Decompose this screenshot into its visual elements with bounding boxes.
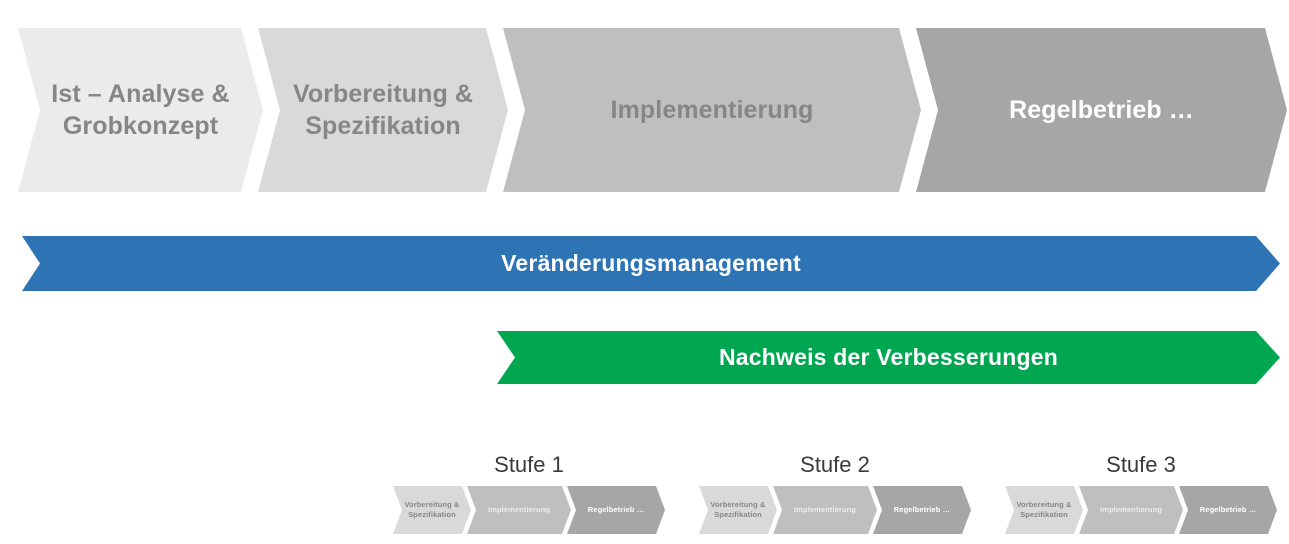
mini-chevron-regelbetrieb[interactable]: Regelbetrieb … <box>567 486 665 534</box>
banner-nachweis-verbesserungen[interactable]: Nachweis der Verbesserungen <box>497 331 1280 384</box>
mini-chevron-vorbereitung[interactable]: Vorbereitung & Spezifikation <box>393 486 471 534</box>
phase-chevron-ist-analyse[interactable]: Ist – Analyse & Grobkonzept <box>18 28 263 192</box>
mini-chevron-implementierung[interactable]: Implementierung <box>1079 486 1183 534</box>
stufe-group-3: Stufe 3 Vorbereitung & Spezifikation Imp… <box>1005 452 1277 542</box>
stufe-title: Stufe 3 <box>1106 452 1176 477</box>
mini-chevron-row: Vorbereitung & Spezifikation Implementie… <box>699 486 971 534</box>
stufe-title: Stufe 2 <box>800 452 870 477</box>
stufe-title: Stufe 1 <box>494 452 564 477</box>
mini-chevron-label: Implementierung <box>794 504 856 514</box>
phase-chevron-label: Vorbereitung & Spezifikation <box>292 80 474 140</box>
mini-chevron-regelbetrieb[interactable]: Regelbetrieb … <box>873 486 971 534</box>
phase-chevron-regelbetrieb[interactable]: Regelbetrieb … <box>916 28 1287 192</box>
stufe-group-2: Stufe 2 Vorbereitung & Spezifikation Imp… <box>699 452 971 542</box>
stufe-group-1: Stufe 1 Vorbereitung & Spezifikation Imp… <box>393 452 665 542</box>
mini-chevron-label: Regelbetrieb … <box>893 504 951 514</box>
phase-chevron-implementierung[interactable]: Implementierung <box>503 28 921 192</box>
phase-chevron-label: Regelbetrieb … <box>1009 96 1194 124</box>
mini-chevron-label: Vorbereitung & Spezifikation <box>1016 499 1072 519</box>
mini-chevron-vorbereitung[interactable]: Vorbereitung & Spezifikation <box>1005 486 1083 534</box>
mini-chevron-label: Implementierung <box>488 504 550 514</box>
phase-chevron-row: Ist – Analyse & Grobkonzept Vorbereitung… <box>0 28 1289 192</box>
mini-chevron-label: Vorbereitung & Spezifikation <box>710 499 766 519</box>
mini-chevron-row: Vorbereitung & Spezifikation Implementie… <box>1005 486 1277 534</box>
mini-chevron-label: Regelbetrieb … <box>1199 504 1257 514</box>
phase-chevron-label: Ist – Analyse & Grobkonzept <box>51 80 230 140</box>
mini-chevron-vorbereitung[interactable]: Vorbereitung & Spezifikation <box>699 486 777 534</box>
banner-label: Veränderungsmanagement <box>501 250 801 276</box>
mini-chevron-implementierung[interactable]: Implementierung <box>773 486 877 534</box>
mini-chevron-regelbetrieb[interactable]: Regelbetrieb … <box>1179 486 1277 534</box>
mini-chevron-label: Regelbetrieb … <box>587 504 645 514</box>
phase-chevron-vorbereitung[interactable]: Vorbereitung & Spezifikation <box>258 28 508 192</box>
banner-veraenderungsmanagement[interactable]: Veränderungsmanagement <box>22 236 1280 291</box>
mini-chevron-label: Implementierung <box>1100 504 1162 514</box>
mini-chevron-row: Vorbereitung & Spezifikation Implementie… <box>393 486 665 534</box>
phase-chevron-label: Implementierung <box>610 96 814 124</box>
mini-chevron-implementierung[interactable]: Implementierung <box>467 486 571 534</box>
banner-label: Nachweis der Verbesserungen <box>718 344 1059 370</box>
mini-chevron-label: Vorbereitung & Spezifikation <box>404 499 460 519</box>
